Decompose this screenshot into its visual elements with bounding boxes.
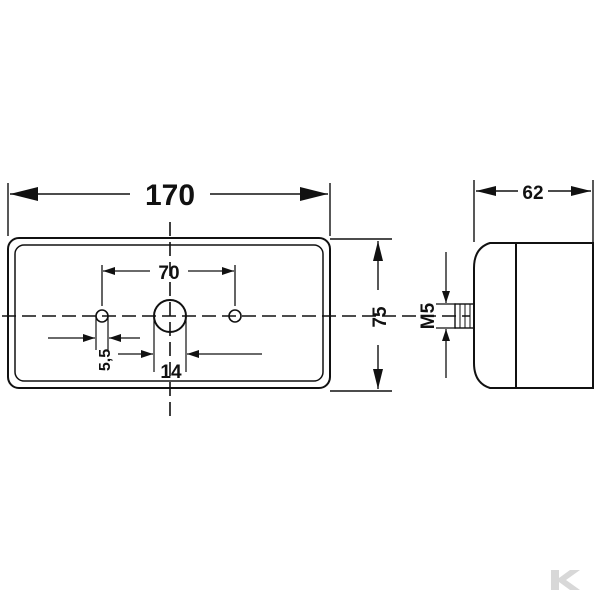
center-hole-label: 14 bbox=[160, 362, 182, 383]
side-body-outline bbox=[515, 242, 594, 389]
kramp-k-logo-icon bbox=[551, 570, 580, 590]
width-label: 170 bbox=[145, 179, 195, 212]
depth-label: 62 bbox=[522, 183, 543, 204]
lamp-inner-outline bbox=[14, 244, 324, 382]
small-hole-label: 5,5 bbox=[97, 349, 114, 371]
side-view bbox=[436, 180, 594, 389]
lamp-outer-outline bbox=[7, 237, 331, 389]
side-lens-outline bbox=[473, 242, 516, 389]
front-view bbox=[2, 183, 470, 420]
small-hole-right bbox=[228, 309, 242, 323]
hole-spacing-label: 70 bbox=[158, 263, 179, 284]
thread-label: M5 bbox=[418, 302, 439, 329]
height-label: 75 bbox=[370, 306, 391, 328]
